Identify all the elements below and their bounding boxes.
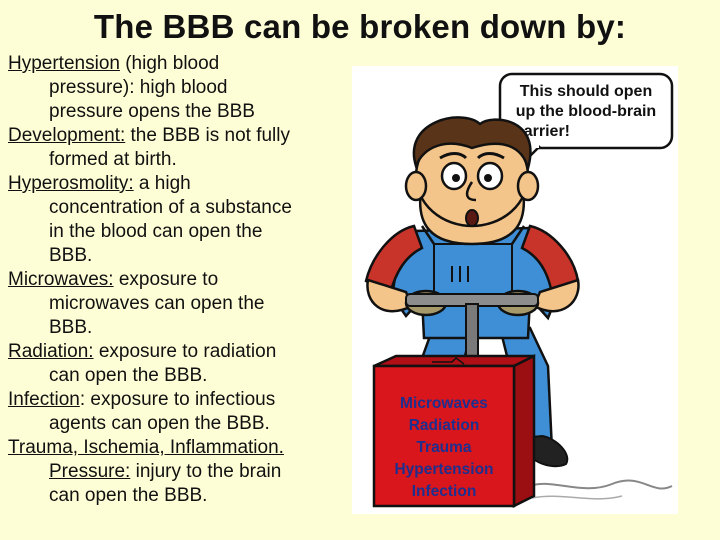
- item-continuation: concentration of a substance: [49, 197, 292, 218]
- item-term: Infection: [8, 389, 80, 410]
- item-text: exposure to: [113, 269, 219, 290]
- speech-line: This should open: [520, 83, 652, 100]
- item-continuation: BBB.: [49, 317, 93, 338]
- box-label: Infection: [412, 483, 477, 500]
- cartoon-man-icon: This should open up the blood-brain barr…: [364, 72, 674, 509]
- box-label: Radiation: [409, 417, 480, 434]
- item-continuation: pressure): high blood: [49, 77, 228, 98]
- list-item: Development: the BBB is not fully formed…: [8, 124, 348, 172]
- item-continuation: microwaves can open the: [49, 293, 265, 314]
- item-term: Pressure:: [49, 461, 131, 482]
- list-item: Radiation: exposure to radiation can ope…: [8, 340, 348, 388]
- detonator-box-icon: [372, 353, 536, 509]
- item-text: the BBB is not fully: [125, 125, 290, 146]
- list-item: Infection: exposure to infectious agents…: [8, 388, 348, 436]
- item-term: Hyperosmolity:: [8, 173, 134, 194]
- cause-list: Hypertension (high blood pressure): high…: [8, 52, 348, 508]
- speech-line: up the blood-brain: [516, 103, 656, 120]
- item-term: Microwaves:: [8, 269, 114, 290]
- item-text: a high: [133, 173, 191, 194]
- item-continuation: BBB.: [49, 245, 93, 266]
- item-text: (high blood: [119, 53, 220, 74]
- item-term: Hypertension: [8, 53, 120, 74]
- item-continuation: can open the BBB.: [49, 485, 208, 506]
- item-first-line: Pressure: injury to the brain: [8, 460, 348, 484]
- item-text: injury to the brain: [130, 461, 282, 482]
- list-item: Microwaves: exposure to microwaves can o…: [8, 268, 348, 340]
- list-item: Hyperosmolity: a high concentration of a…: [8, 172, 348, 268]
- box-label: Microwaves: [400, 395, 488, 412]
- item-term: Development:: [8, 125, 126, 146]
- item-text: : exposure to infectious: [79, 389, 276, 410]
- list-item: Hypertension (high blood pressure): high…: [8, 52, 348, 124]
- slide-title: The BBB can be broken down by:: [93, 8, 627, 45]
- item-continuation: pressure opens the BBB: [49, 101, 255, 122]
- item-term: Radiation:: [8, 341, 94, 362]
- list-item: Pressure: injury to the brain can open t…: [8, 460, 348, 508]
- item-text: exposure to radiation: [93, 341, 277, 362]
- item-continuation: agents can open the BBB.: [49, 413, 270, 434]
- list-item: Trauma, Ischemia, Inflammation.: [8, 436, 348, 460]
- item-continuation: formed at birth.: [49, 149, 177, 170]
- cartoon-illustration: This should open up the blood-brain barr…: [352, 66, 678, 514]
- item-continuation: can open the BBB.: [49, 365, 208, 386]
- box-label: Trauma: [416, 439, 472, 456]
- box-label: Hypertension: [394, 461, 493, 478]
- item-continuation: in the blood can open the: [49, 221, 263, 242]
- item-term: Trauma, Ischemia, Inflammation.: [8, 437, 284, 458]
